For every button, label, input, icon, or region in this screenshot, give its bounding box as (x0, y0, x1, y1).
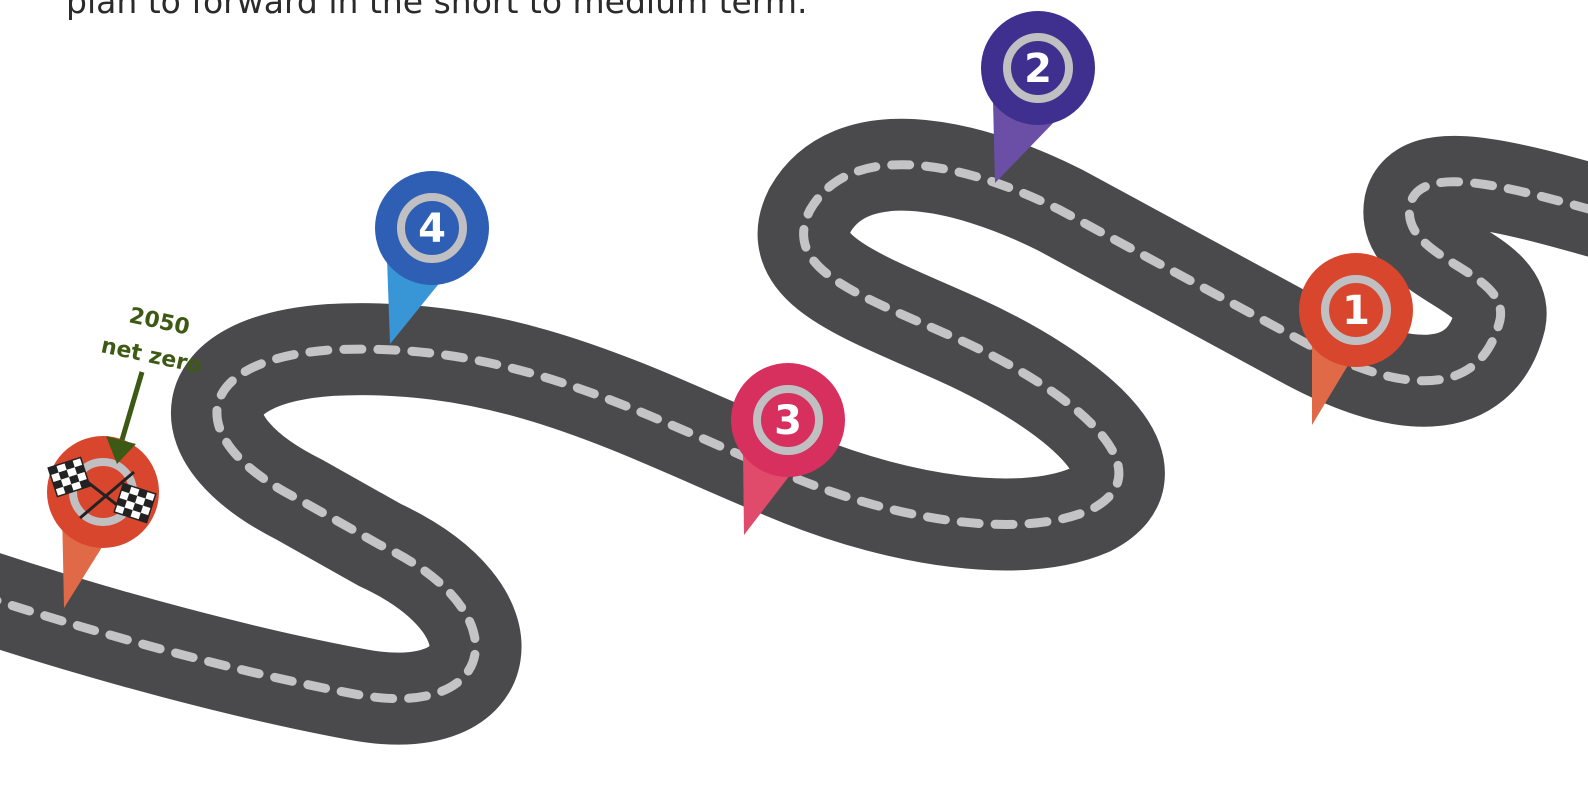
milestone-number: 1 (1342, 288, 1370, 334)
goal-arrow (122, 372, 142, 440)
finish-pin (47, 436, 159, 608)
goal-label: net zero (99, 333, 204, 379)
milestone-number: 4 (418, 206, 446, 252)
milestone-number: 3 (774, 398, 802, 444)
goal-year: 2050 (127, 303, 192, 340)
milestone-number: 2 (1024, 46, 1052, 92)
